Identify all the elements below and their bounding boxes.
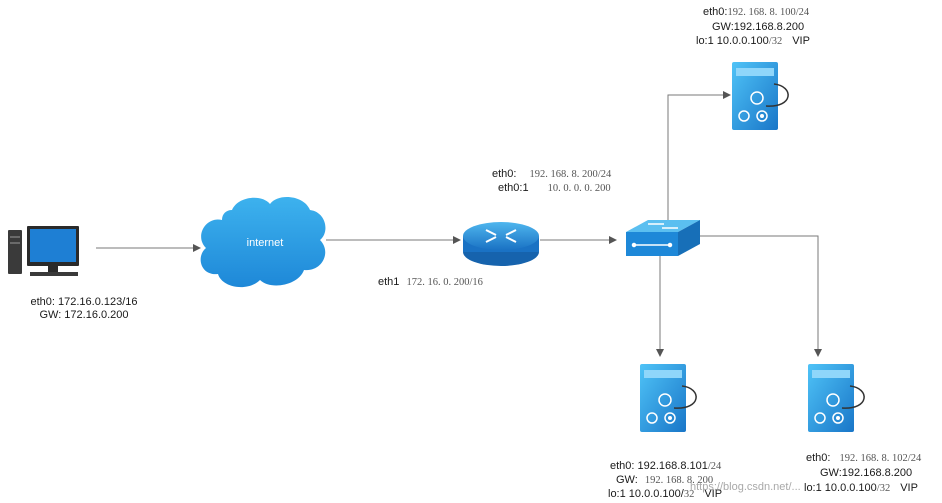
server-br-eth0-ip: 192. 168. 8. 102/24 bbox=[839, 453, 922, 464]
router-eth1-ip: 172. 16. 0. 200/16 bbox=[406, 277, 483, 288]
server-top-lo-label: lo:1 10.0.0.100/32 VIP bbox=[696, 35, 810, 48]
server-br-gw-label: GW:192.168.8.200 bbox=[820, 467, 913, 479]
cloud-label: internet bbox=[247, 237, 284, 249]
connections bbox=[96, 91, 822, 357]
router-eth0-label: eth0: 192. 168. 8. 200/24 bbox=[492, 168, 611, 181]
router-eth1-label: eth1 172. 16. 0. 200/16 bbox=[378, 276, 483, 289]
watermark-text: https://blog.csdn.net/... bbox=[690, 481, 801, 493]
server-bl-gw-name: GW: bbox=[616, 474, 638, 486]
router-eth01-name: eth0:1 bbox=[498, 182, 529, 194]
server-top-eth0-name: eth0: bbox=[703, 6, 728, 18]
router-eth01-label: eth0:1 10. 0. 0. 0. 200 bbox=[498, 182, 611, 195]
client-eth0-label: eth0: 172.16.0.123/16 bbox=[30, 296, 138, 308]
server-bl-gw-ip: 192. 168. 8. 200 bbox=[644, 475, 714, 486]
server-br-lo: lo:1 10.0.0.100 bbox=[804, 482, 877, 494]
server-top-lo: lo:1 10.0.0.100 bbox=[696, 35, 769, 47]
server-bl-mask: 32 bbox=[683, 489, 695, 500]
router-icon bbox=[463, 222, 539, 266]
server-br-mask: /32 bbox=[876, 483, 891, 494]
server-bl-gw-label: GW: 192. 168. 8. 200 bbox=[616, 474, 713, 487]
server-bl-vip: VIP bbox=[704, 488, 723, 500]
server-br-vip: VIP bbox=[900, 482, 918, 494]
internet-cloud-icon bbox=[200, 197, 326, 288]
router-eth0-ip: 192. 168. 8. 200/24 bbox=[529, 169, 612, 180]
link-switch-server-bottom-right bbox=[698, 235, 822, 357]
server-br-eth0-name: eth0: bbox=[806, 452, 831, 464]
router-eth0-name: eth0: bbox=[492, 168, 517, 180]
server-top-mask: /32 bbox=[768, 36, 783, 47]
server-br-eth0-label: eth0: 192. 168. 8. 102/24 bbox=[806, 452, 921, 465]
server-top-gw-label: GW:192.168.8.200 bbox=[712, 21, 805, 33]
client-pc-icon bbox=[8, 226, 79, 276]
client-gw-label: GW: 172.16.0.200 bbox=[39, 309, 129, 321]
server-top-icon bbox=[732, 62, 789, 130]
server-bottom-right-icon bbox=[808, 364, 865, 432]
server-bottom-left-icon bbox=[640, 364, 697, 432]
router-eth01-ip: 10. 0. 0. 0. 200 bbox=[547, 183, 611, 194]
server-br-lo-label: lo:1 10.0.0.100/32 VIP bbox=[804, 482, 918, 495]
router-eth1-name: eth1 bbox=[378, 276, 400, 288]
client-label: eth0: 172.16.0.123/16 GW: 172.16.0.200 bbox=[14, 296, 154, 322]
server-bl-eth0-label: eth0: 192.168.8.101/24 bbox=[610, 460, 721, 473]
link-switch-server-top bbox=[667, 91, 731, 220]
server-top-vip: VIP bbox=[792, 35, 810, 47]
server-bl-eth0: eth0: 192.168.8.101 bbox=[610, 460, 708, 472]
server-bl-lo: lo:1 10.0.0.100/ bbox=[608, 488, 684, 500]
server-top-eth0-label: eth0:192. 168. 8. 100/24 bbox=[703, 6, 809, 19]
server-bl-mask-a: /24 bbox=[707, 461, 722, 472]
server-top-eth0-ip: 192. 168. 8. 100/24 bbox=[727, 7, 810, 18]
server-bl-lo-label: lo:1 10.0.0.100/32 VIP bbox=[608, 488, 722, 501]
switch-icon bbox=[626, 220, 700, 256]
